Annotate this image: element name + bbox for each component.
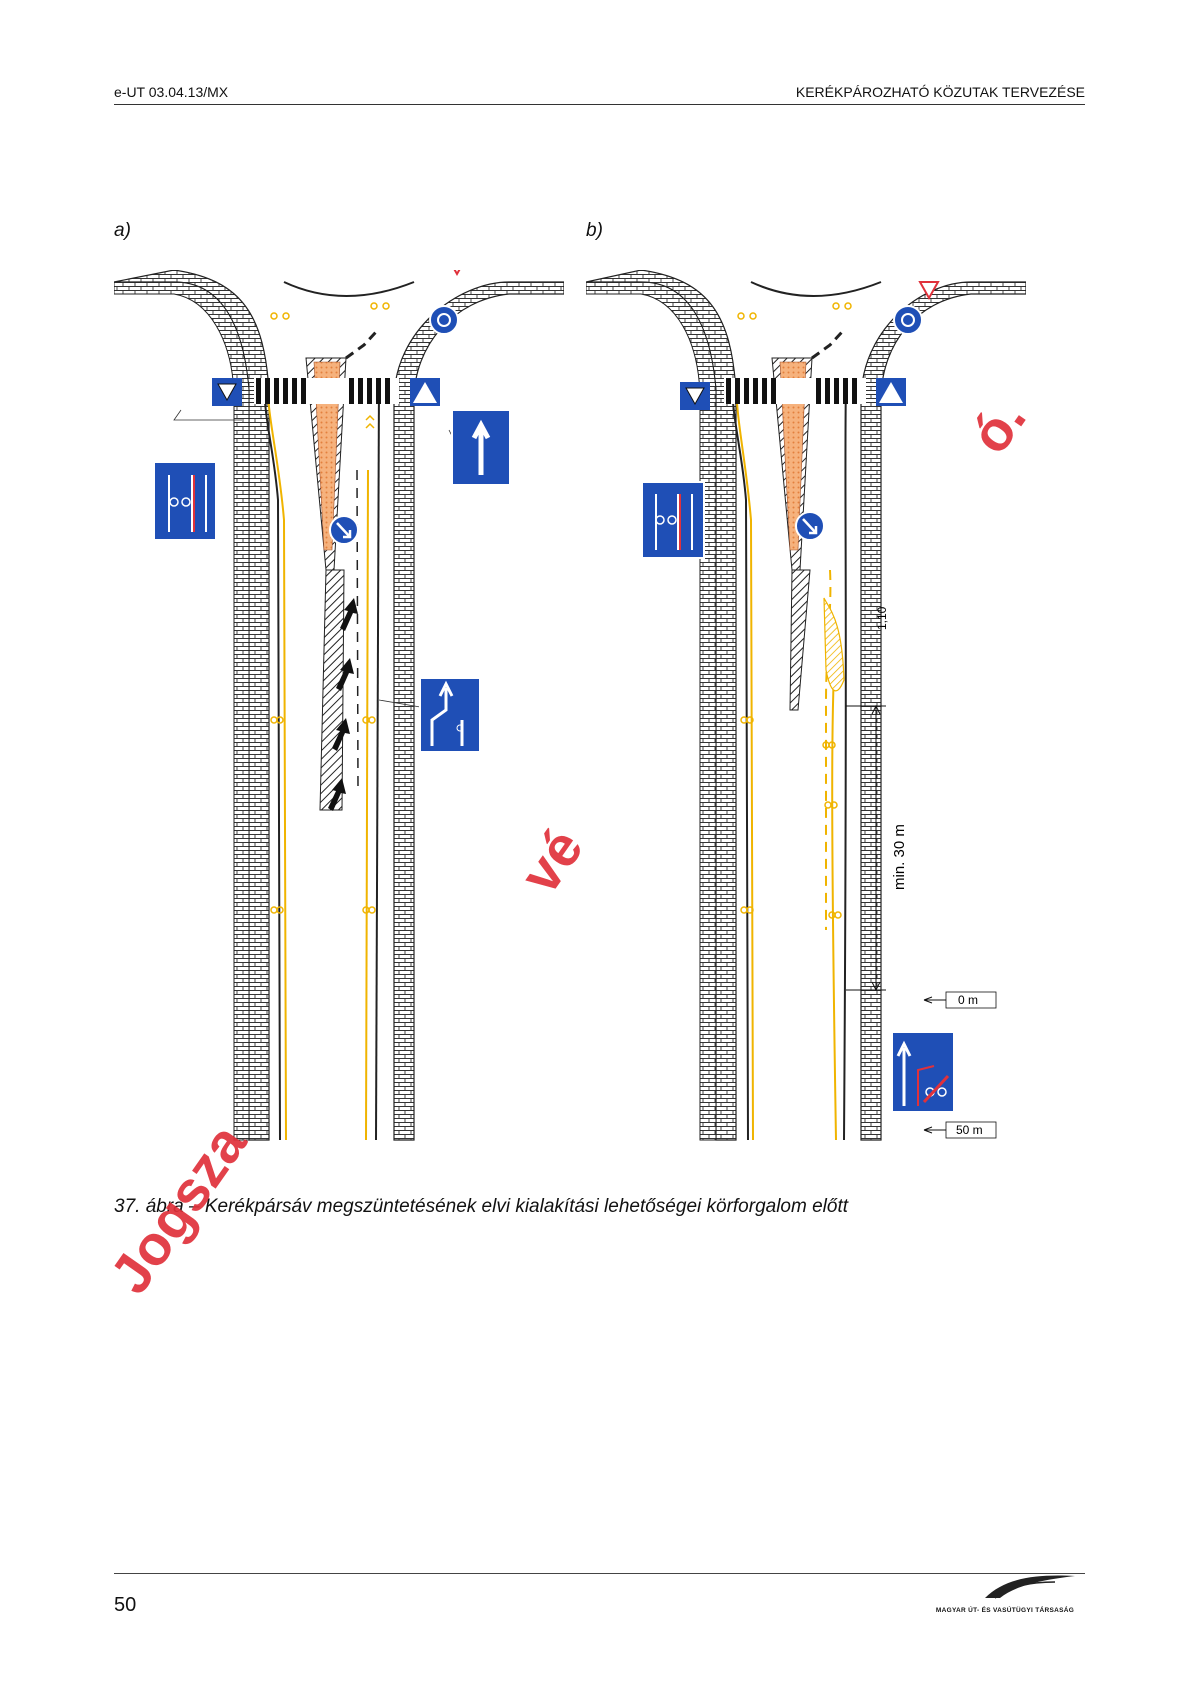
b-splitter-island-paving xyxy=(779,361,807,551)
panel-b-label: b) xyxy=(586,220,603,241)
b-bike-dashed-line xyxy=(825,569,832,930)
central-island-arc xyxy=(283,281,415,297)
publisher-logo-icon xyxy=(985,1575,1075,1599)
b-min-length-dimension: min. 30 m xyxy=(891,824,908,890)
b-bike-markings xyxy=(737,302,852,919)
give-way-line xyxy=(345,330,378,360)
b-give-way-sign-icon xyxy=(680,382,710,410)
left-outer-brick xyxy=(114,281,250,1141)
b-ghost-island-hatch xyxy=(789,569,811,711)
b-left-outer-brick xyxy=(586,281,717,1141)
b-keep-right-sign-icon xyxy=(795,511,825,541)
b-give-way-line xyxy=(811,330,844,360)
header-document-code: e-UT 03.04.13/MX xyxy=(114,84,229,100)
figure-b-drawing: 1,10 min. 30 m 0 m 50 m xyxy=(586,270,1026,1141)
b-right-edge-line xyxy=(843,379,847,1141)
footer-rule xyxy=(114,1573,1085,1574)
header-rule xyxy=(114,104,1085,105)
b-bike-solid-line xyxy=(831,629,837,1141)
bike-lane-sign-icon xyxy=(153,461,217,541)
ghost-island-hatch xyxy=(319,569,345,811)
sign-leader-3 xyxy=(173,409,242,421)
bike-lane-merge-sign-icon xyxy=(419,677,481,753)
right-bike-line xyxy=(365,469,369,1141)
lane-dashed-line xyxy=(356,469,359,791)
b-bike-lane-end-sign-icon xyxy=(891,1031,955,1113)
b-gap-dimension: 1,10 xyxy=(875,606,889,630)
merge-arrows xyxy=(328,598,358,811)
header-document-title: KERÉKPÁROZHATÓ KÖZUTAK TERVEZÉSE xyxy=(795,84,1085,100)
panel-a-label: a) xyxy=(114,220,131,241)
b-central-island-arc xyxy=(750,281,882,297)
b-yellow-hatch-area xyxy=(823,597,845,692)
sign-leader-2 xyxy=(378,699,427,709)
b-bike-lane-sign-icon xyxy=(641,481,705,559)
b-zero-marker: 0 m xyxy=(958,993,978,1007)
figure-caption: 37. ábra – Kerékpársáv megszüntetésének … xyxy=(114,1196,849,1217)
b-fifty-marker: 50 m xyxy=(956,1123,983,1137)
lane-direction-sign-icon xyxy=(451,409,511,486)
b-zebra-crossing xyxy=(724,378,866,404)
right-edge-line xyxy=(375,379,380,1141)
publisher-logo-text: MAGYAR ÚT- ÉS VASÚTÜGYI TÁRSASÁG xyxy=(935,1607,1075,1614)
b-dimension-lines xyxy=(846,704,997,1139)
zebra-crossing xyxy=(254,378,399,404)
page-number: 50 xyxy=(114,1594,137,1616)
b-roundabout-sign-icon xyxy=(893,281,940,335)
keep-right-sign-icon xyxy=(329,515,359,545)
b-pedestrian-crossing-sign-icon xyxy=(876,378,906,406)
roundabout-sign-icon xyxy=(429,270,461,335)
bike-markings xyxy=(270,302,390,914)
right-curb-brick xyxy=(393,281,564,1141)
publisher-logo: MAGYAR ÚT- ÉS VASÚTÜGYI TÁRSASÁG xyxy=(925,1568,1085,1618)
pedestrian-crossing-sign-icon xyxy=(410,378,440,406)
figure-a-drawing xyxy=(114,270,564,1141)
give-way-sign-icon xyxy=(212,378,242,406)
splitter-island-paving xyxy=(313,361,341,551)
